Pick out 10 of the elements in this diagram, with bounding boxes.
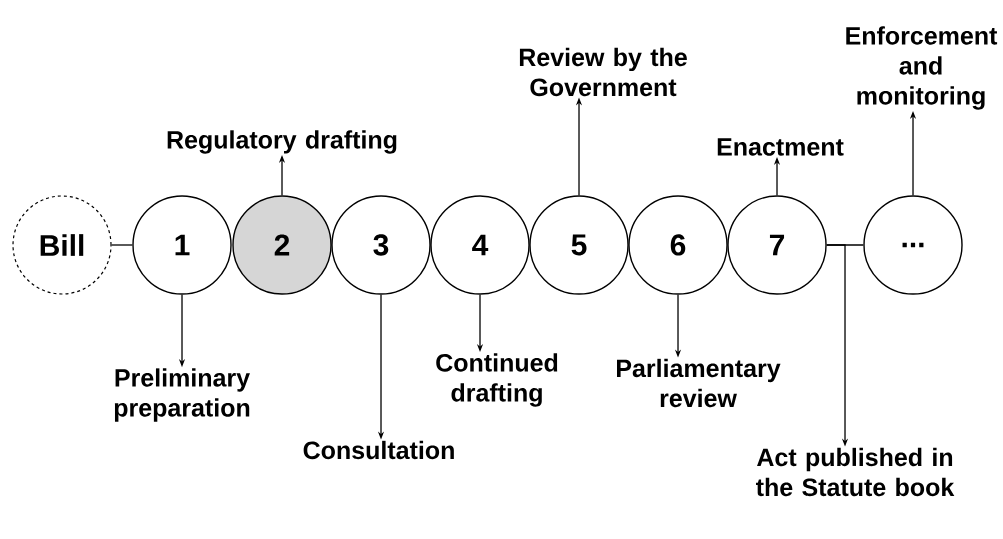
step-label: Continued drafting [436, 353, 558, 407]
step-label: Act published in the Statute book [756, 447, 955, 497]
step-label: Consultation [303, 440, 454, 460]
step-label: Enactment [717, 138, 844, 156]
step-label: Enforcement and monitoring [846, 26, 998, 110]
step-label: Parliamentary review [617, 358, 781, 408]
connector-line [110, 244, 133, 246]
step-label: Review by the Government [519, 47, 687, 97]
step-label: Preliminary preparation [114, 368, 250, 422]
step-label: Regulatory drafting [167, 130, 397, 154]
